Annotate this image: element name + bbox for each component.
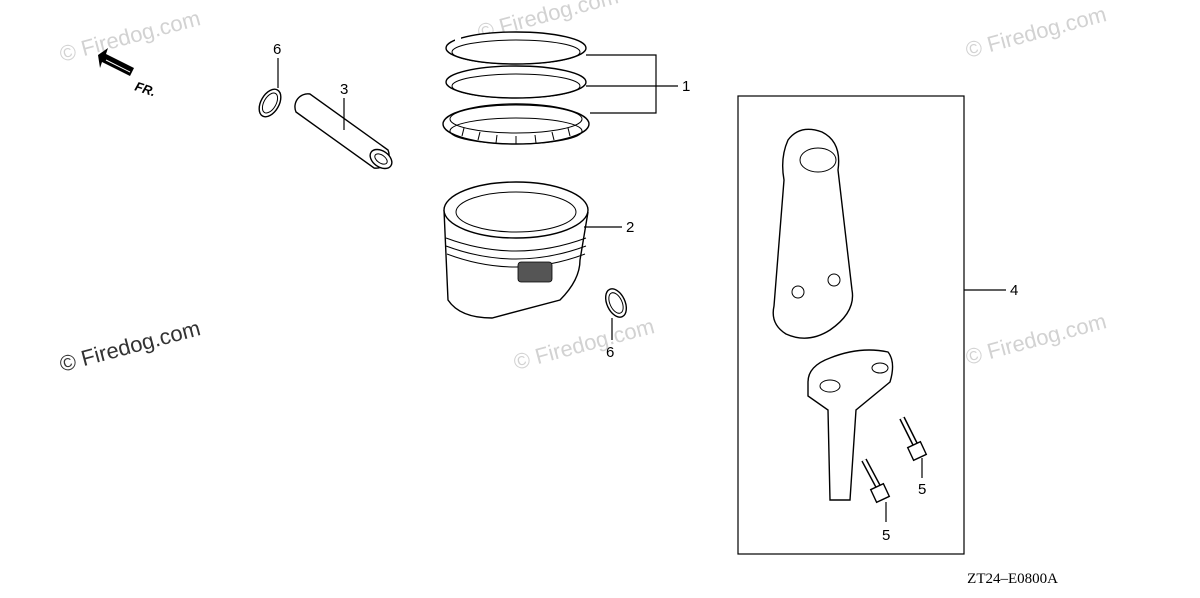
callout-connecting-rod: 4 bbox=[1010, 282, 1018, 299]
piston-pin-clip-right bbox=[604, 288, 628, 318]
connecting-rod bbox=[772, 128, 854, 339]
callout-clip-right: 6 bbox=[606, 344, 614, 361]
rod-bolt-right bbox=[899, 416, 928, 462]
callout-bolt-right: 5 bbox=[918, 481, 926, 498]
callout-bolt-left: 5 bbox=[882, 527, 890, 544]
leader-ring-set bbox=[586, 54, 657, 114]
callout-piston: 2 bbox=[626, 219, 634, 236]
callout-clip-left: 6 bbox=[273, 41, 281, 58]
diagram-code: ZT24–E0800A bbox=[967, 571, 1058, 587]
callout-ring-set: 1 bbox=[682, 78, 690, 95]
front-direction-arrow-icon bbox=[98, 48, 134, 76]
direction-label: FR. bbox=[133, 79, 158, 100]
rod-bolt-left bbox=[861, 458, 891, 504]
connecting-rod-cap bbox=[807, 349, 894, 501]
piston-pin-clip-left bbox=[258, 88, 282, 118]
piston-ring-set bbox=[442, 30, 590, 145]
watermark-top-left: © Firedog.com bbox=[57, 5, 203, 67]
watermark-left: © Firedog.com bbox=[57, 315, 203, 377]
watermark-center: © Firedog.com bbox=[511, 313, 657, 375]
watermark-right: © Firedog.com bbox=[963, 308, 1109, 370]
piston bbox=[443, 181, 589, 319]
watermark-top-right: © Firedog.com bbox=[963, 1, 1109, 63]
connecting-rod-box bbox=[737, 95, 965, 555]
piston-pin bbox=[294, 93, 393, 170]
callout-piston-pin: 3 bbox=[340, 81, 348, 98]
